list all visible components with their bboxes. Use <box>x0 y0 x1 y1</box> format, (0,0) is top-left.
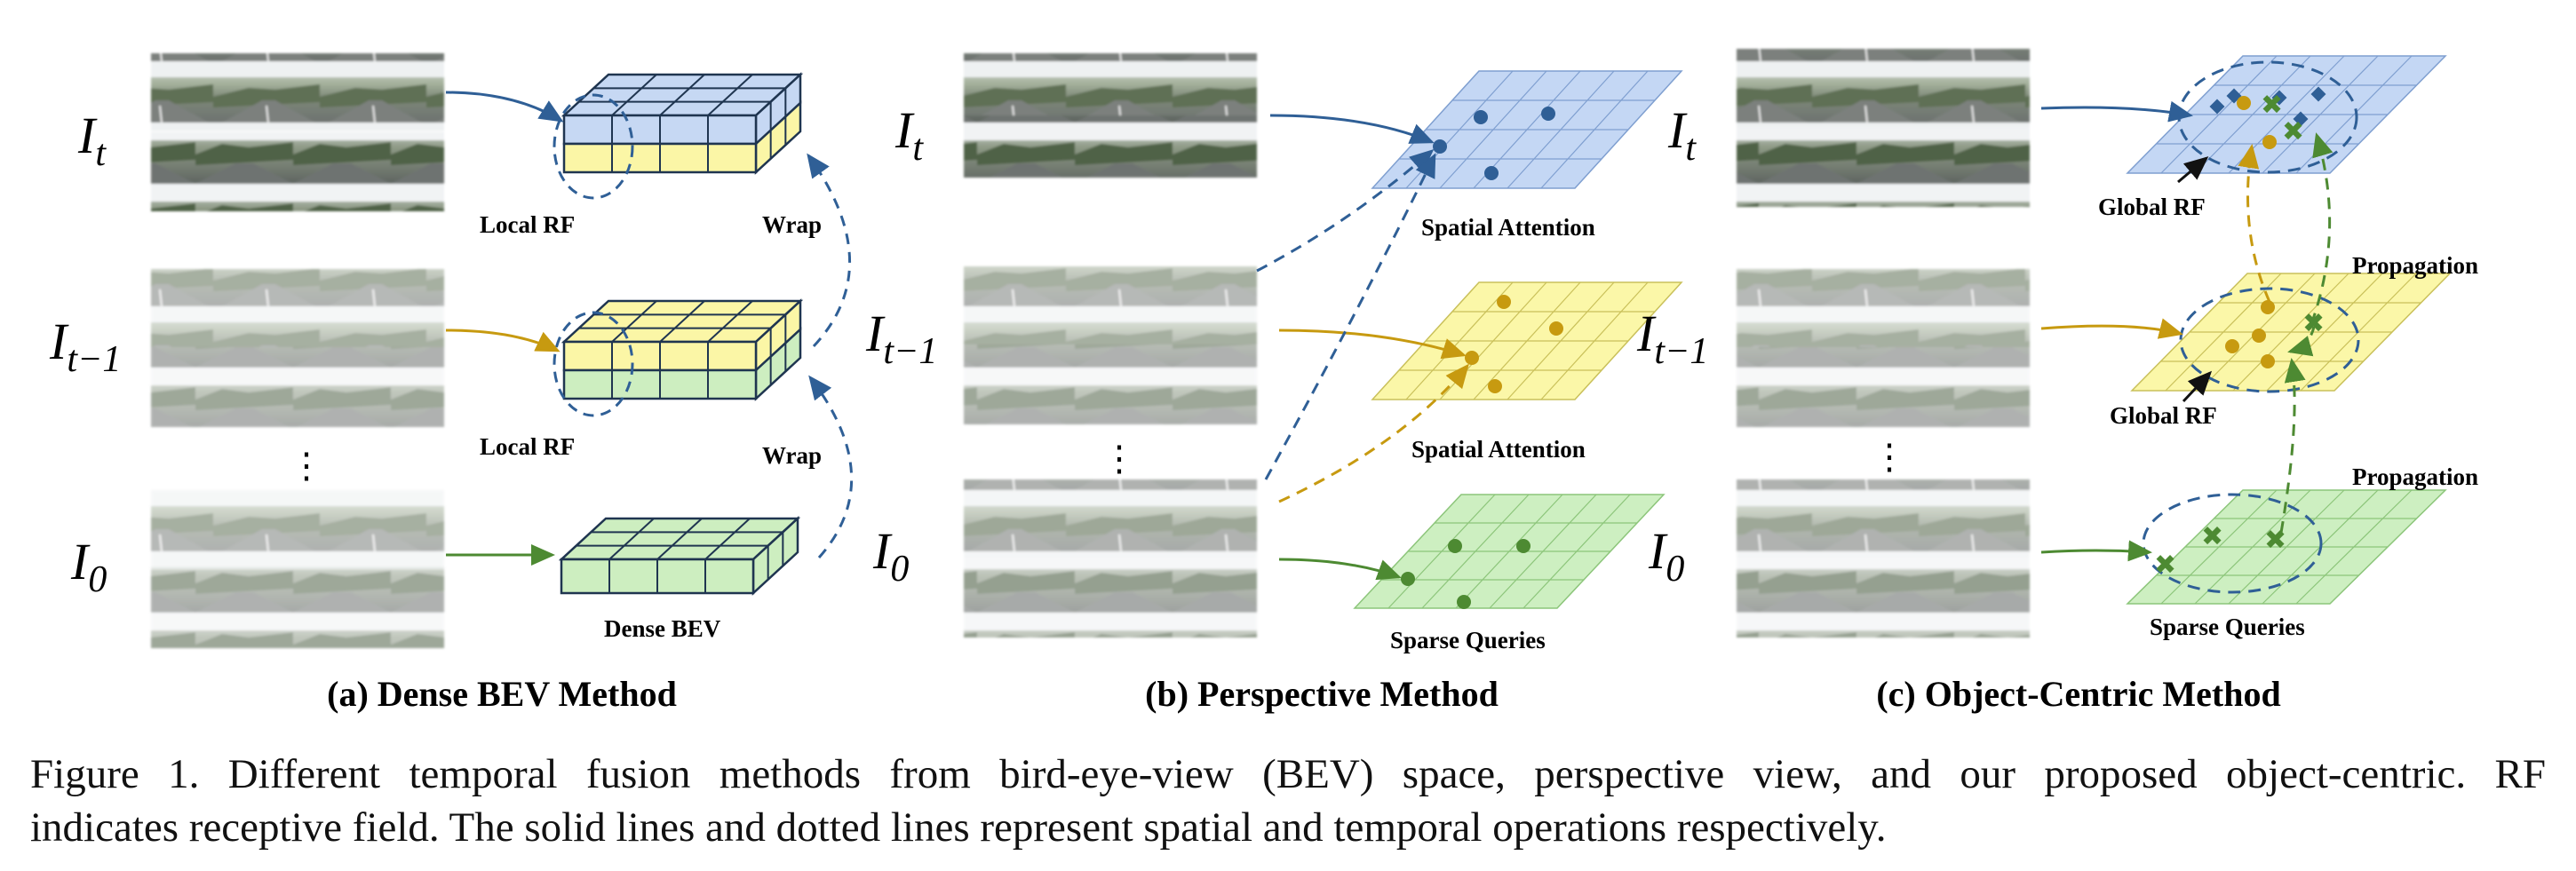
attention-points-yellow <box>1465 295 1563 393</box>
panel-object-centric: It It−1 I0 ⋮ ✖ ✖ ✖ <box>1636 49 2478 714</box>
svg-text:✖: ✖ <box>2302 308 2325 339</box>
panel-title: (b) Perspective Method <box>1145 674 1499 714</box>
callout-arrow <box>2182 370 2213 403</box>
frame-label-0: I0 <box>872 522 909 590</box>
caption-line-2: indicates receptive field. The solid lin… <box>30 804 1887 851</box>
figure-canvas: It It−1 I0 ⋮ Local RF Wrap Local RF Wrap… <box>49 49 2478 714</box>
propagation-label: Propagation <box>2352 463 2478 490</box>
camera-image-t <box>151 53 444 211</box>
propagation-arrow-green <box>2310 132 2334 325</box>
spatial-arrow-yellow <box>1278 329 1467 360</box>
global-rf-ellipse <box>2179 287 2360 393</box>
frame-ellipsis: ⋮ <box>1872 437 1907 477</box>
camera-image-0 <box>1737 479 2030 637</box>
attention-points-blue <box>1433 107 1555 180</box>
spatial-arrow-yellow <box>445 329 561 352</box>
camera-image-t <box>1737 49 2030 207</box>
svg-text:✖: ✖ <box>2261 90 2283 121</box>
frame-label-t: It <box>77 107 107 174</box>
frame-ellipsis: ⋮ <box>289 446 324 486</box>
bev-grid-blue <box>2126 55 2447 174</box>
callout-arrow <box>2177 156 2209 184</box>
query-points-green <box>1401 539 1530 609</box>
dense-bev-label: Dense BEV <box>604 615 721 642</box>
temporal-wrap-arrow <box>807 153 852 348</box>
svg-text:✖: ✖ <box>2282 116 2304 147</box>
bev-cube-yellow-green <box>561 298 804 401</box>
panel-dense-bev: It It−1 I0 ⋮ Local RF Wrap Local RF Wrap… <box>49 53 853 714</box>
local-rf-ellipse <box>553 311 634 417</box>
camera-image-t-minus-1 <box>151 269 444 427</box>
svg-text:✖: ✖ <box>2201 521 2223 552</box>
spatial-arrow-blue <box>445 91 564 123</box>
frame-label-t-minus-1: It−1 <box>1636 305 1708 372</box>
local-rf-ellipse <box>553 93 634 200</box>
panel-perspective: It It−1 I0 ⋮ Spatial Attention Spatial A… <box>865 53 1683 714</box>
object-queries-0: ✖ ✖ ✖ <box>2154 521 2286 581</box>
propagation-arrow-green <box>2279 358 2306 534</box>
wrap-label: Wrap <box>762 442 822 469</box>
temporal-arrow-blue <box>1256 149 1435 273</box>
spatial-arrow-blue <box>1269 114 1435 144</box>
frame-label-t: It <box>1667 101 1697 169</box>
spatial-arrow-yellow <box>2040 318 2183 339</box>
camera-image-0 <box>964 479 1257 637</box>
temporal-wrap-arrow <box>808 375 853 558</box>
camera-image-0 <box>151 490 444 648</box>
svg-text:✖: ✖ <box>2264 525 2286 556</box>
bev-cube-blue-yellow <box>561 72 804 175</box>
propagation-arrow-green <box>2287 326 2316 357</box>
temporal-arrow-yellow <box>1278 363 1469 503</box>
camera-image-t-minus-1 <box>1737 269 2030 427</box>
local-rf-label: Local RF <box>480 433 575 460</box>
frame-label-t: It <box>894 101 924 169</box>
bev-grid-yellow <box>1371 281 1683 400</box>
temporal-arrow-blue <box>1264 153 1436 480</box>
figure-caption: Figure 1. Different temporal fusion meth… <box>30 748 2546 854</box>
global-rf-label: Global RF <box>2098 194 2206 220</box>
sparse-queries-label: Sparse Queries <box>2150 614 2305 640</box>
spatial-attention-label: Spatial Attention <box>1421 214 1595 241</box>
sparse-queries-label: Sparse Queries <box>1390 627 1546 653</box>
frame-label-t-minus-1: It−1 <box>865 305 937 372</box>
bev-grid-green <box>2126 489 2447 605</box>
frame-ellipsis: ⋮ <box>1101 439 1137 479</box>
global-rf-label: Global RF <box>2110 402 2217 429</box>
bev-grid-blue <box>1371 70 1683 189</box>
panel-title: (c) Object-Centric Method <box>1876 674 2280 714</box>
spatial-arrow-blue <box>2040 100 2193 123</box>
spatial-attention-label: Spatial Attention <box>1411 436 1586 463</box>
frame-label-0: I0 <box>1648 522 1684 590</box>
camera-image-t-minus-1 <box>964 266 1257 424</box>
caption-line-1: Figure 1. Different temporal fusion meth… <box>30 751 2546 797</box>
propagation-label: Propagation <box>2352 252 2478 279</box>
object-queries-t-minus-1: ✖ <box>2225 300 2325 368</box>
spatial-arrow-green <box>1278 558 1402 581</box>
local-rf-label: Local RF <box>480 211 575 238</box>
frame-label-t-minus-1: It−1 <box>49 313 121 380</box>
camera-image-t <box>964 53 1257 178</box>
frame-label-0: I0 <box>70 533 107 600</box>
wrap-label: Wrap <box>762 211 822 238</box>
spatial-arrow-green <box>2040 540 2152 562</box>
bev-grid-green <box>1353 494 1666 609</box>
svg-text:✖: ✖ <box>2154 550 2176 581</box>
panel-title: (a) Dense BEV Method <box>327 674 677 714</box>
global-rf-ellipse <box>2142 493 2323 594</box>
propagation-arrow-yellow <box>2238 144 2271 303</box>
bev-cube-green <box>558 516 801 596</box>
